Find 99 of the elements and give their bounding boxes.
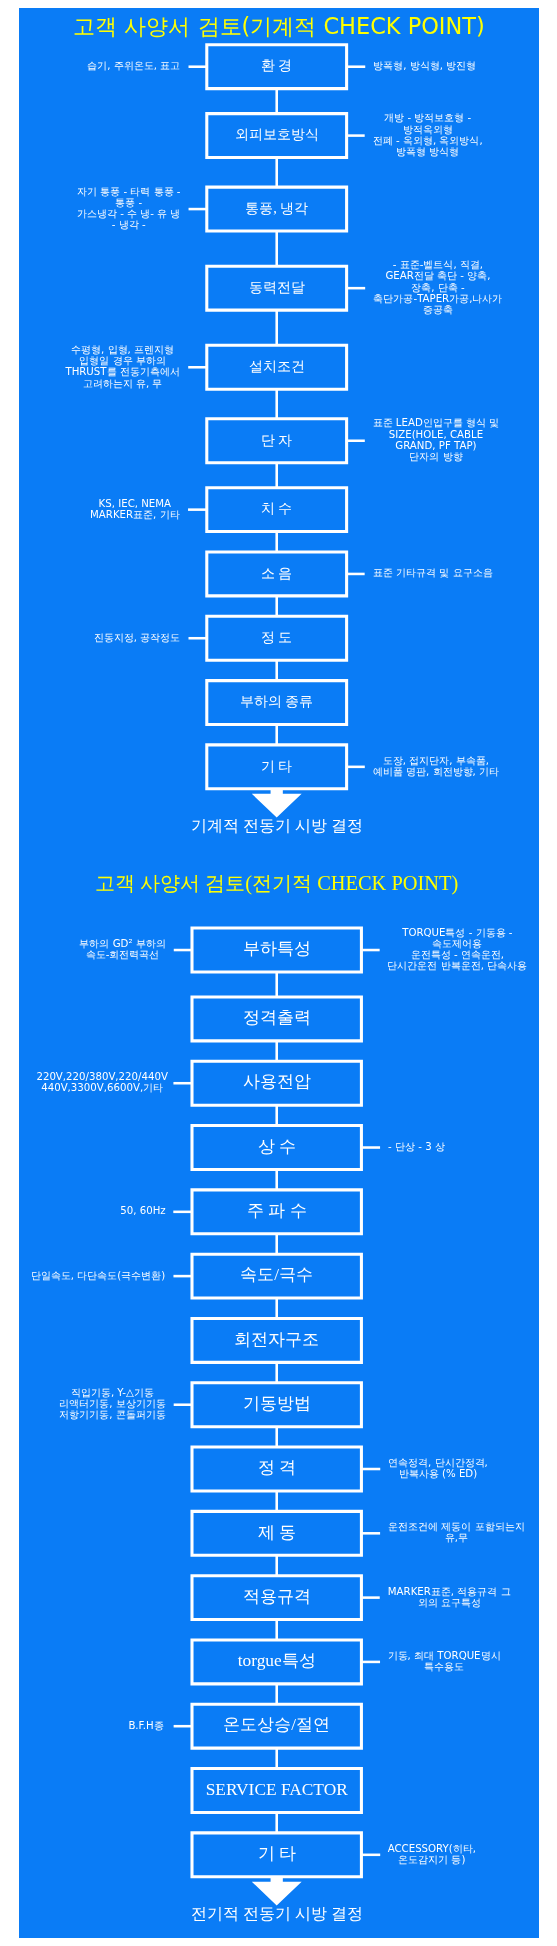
connector [187, 508, 207, 511]
node-text: 단일속도, 다단속도(극수변환) [30, 1269, 165, 1281]
connector [346, 439, 365, 443]
connector [173, 1403, 192, 1406]
connector [274, 1426, 278, 1447]
node-box: 주 파 수 [189, 1188, 363, 1236]
node-text: 개방 - 방적보호형 - 방적옥외형 전폐 - 옥외형, 옥외방식, 방폭형 방식형 [372, 112, 483, 157]
node-box: 설치조건 [204, 343, 348, 391]
connector [172, 1274, 192, 1278]
connector [188, 65, 207, 68]
connector [274, 88, 278, 114]
node-box: 통풍, 냉각 [204, 185, 348, 233]
node-text: 표준 LEAD인입구를 형식 및 SIZE(HOLE, CABLE GRAND, PF TAP) 단자의 방향 [372, 417, 499, 463]
node-text: 습기, 주위온도, 표고 [86, 60, 180, 72]
connector [274, 1105, 278, 1126]
node-text: 방폭형, 방식형, 방진형 [372, 60, 476, 72]
node-box: 기 타 [204, 743, 348, 791]
node-box: 부하특성 [189, 926, 363, 974]
node-text: 진동지정, 공작정도 [93, 631, 180, 643]
connector [274, 1812, 278, 1833]
node-box: 동력전달 [204, 264, 348, 312]
node-box: 단 자 [204, 417, 348, 465]
connector [173, 1724, 192, 1728]
node-text: 자기 통풍 - 타력 통풍 - 통풍 - 가스냉각 - 수 냉- 유 냉 - 냉각 - [76, 185, 180, 231]
connector [274, 972, 278, 997]
node-box: SERVICE FACTOR [189, 1767, 363, 1814]
node-box: 기동방법 [189, 1381, 363, 1429]
connector [346, 286, 365, 290]
connector [187, 366, 207, 369]
node-text: TORQUE특성 - 기동용 - 속도제어용 운전특성 - 연속운전, 단시간운전 반복운전, 단속사용 [386, 926, 527, 972]
connector [361, 1146, 380, 1149]
connector [188, 636, 207, 640]
connector [274, 660, 278, 681]
node-text: 표준 기타규격 및 요구소음 [372, 567, 493, 579]
diagram-title: 고객 사양서 검토(기계적 CHECK POINT) [72, 13, 485, 40]
node-text: 기동, 최대 TORQUE명시 특수용도 [387, 1649, 501, 1673]
node-box: 환 경 [204, 43, 348, 91]
connector [361, 1532, 380, 1535]
node-box: 부하의 종류 [204, 679, 348, 726]
connector [274, 1684, 278, 1705]
connector [274, 1298, 278, 1319]
connector [172, 1081, 192, 1085]
node-text: 직입기동, Y-△기동 리액터기동, 보상기기동 저항기기동, 콘돌퍼기동 [58, 1387, 166, 1421]
connector [346, 765, 365, 769]
connector [274, 157, 278, 187]
node-text: 부하의 GD² 부하의 속도-회전력곡선 [78, 937, 166, 961]
node-text: - 표준-벨트식, 직결, GEAR전달 축단 - 양축, 장축, 단축 - 축단가공-TAPER가공,나사가 증공축 [372, 259, 502, 316]
connector [274, 1748, 278, 1769]
node-box: torgue특성 [189, 1638, 363, 1686]
node-text: ACCESSORY(히타, 온도감지기 등) [387, 1842, 476, 1865]
node-box: 적용규격 [189, 1574, 363, 1622]
connector [274, 1491, 278, 1512]
connector [360, 1467, 380, 1471]
node-box: 치 수 [204, 486, 348, 534]
connector [274, 1555, 278, 1576]
node-text: 운전조건에 제동이 포함되는지 유,무 [387, 1521, 525, 1544]
node-box: 온도상승/절연 [189, 1702, 363, 1750]
connector [361, 1853, 380, 1857]
label: 고객 사양서 검토(전기적 CHECK POINT) [94, 871, 458, 894]
connector [274, 1362, 278, 1383]
node-box: 회전자구조 [189, 1316, 363, 1364]
connector [172, 1210, 192, 1214]
node-box: 속도/극수 [189, 1252, 363, 1300]
node-box: 제 동 [189, 1509, 363, 1557]
connector [274, 1169, 278, 1190]
node-text: B.F.H종 [127, 1719, 164, 1731]
connector [274, 1233, 278, 1255]
node-box: 정 격 [189, 1445, 363, 1493]
connector [274, 1619, 278, 1640]
connector [346, 134, 365, 137]
connector [274, 389, 278, 419]
node-text: KS, IEC, NEMA MARKER표준, 기타 [89, 497, 180, 520]
connector [274, 310, 278, 346]
node-text: 기계적 전동기 시방 결정 [190, 816, 363, 836]
node-box: 기 타 [189, 1831, 363, 1879]
node-box: 사용전압 [189, 1059, 363, 1107]
node-box: 정격출력 [189, 995, 363, 1043]
node-text: 50, 60Hz [119, 1205, 166, 1217]
connector [274, 596, 278, 617]
node-box: 상 수 [189, 1124, 363, 1171]
node-text: 전기적 전동기 시방 결정 [190, 1904, 363, 1924]
node-text: 수평형, 입형, 프렌지형 입형일 경우 부하의 THRUST를 전동기측에서 고려하는지 유, 무 [64, 343, 180, 389]
connector [346, 65, 365, 68]
node-text: 220V,220/380V,220/440V 440V,3300V,6600V,기타 [35, 1071, 168, 1094]
connector [274, 724, 278, 745]
connector [274, 1041, 278, 1062]
connector [274, 531, 278, 552]
connector [361, 1596, 380, 1599]
node-box: 정 도 [204, 614, 348, 662]
connector [361, 1660, 380, 1664]
connector [274, 231, 278, 267]
connector [173, 948, 192, 952]
node-text: MARKER표준, 적용규격 그 외의 요구특성 [387, 1585, 511, 1608]
connector [274, 462, 278, 488]
node-text: 도장, 접지단자, 부속품, 예비품 명판, 회전방향, 기타 [372, 754, 499, 777]
node-box: 외피보호방식 [204, 112, 348, 160]
node-text: - 단상 - 3 상 [387, 1141, 445, 1153]
node-box: 소 음 [204, 550, 348, 598]
node-text: 연속정격, 단시간정격, 반복사용 (% ED) [387, 1456, 488, 1480]
